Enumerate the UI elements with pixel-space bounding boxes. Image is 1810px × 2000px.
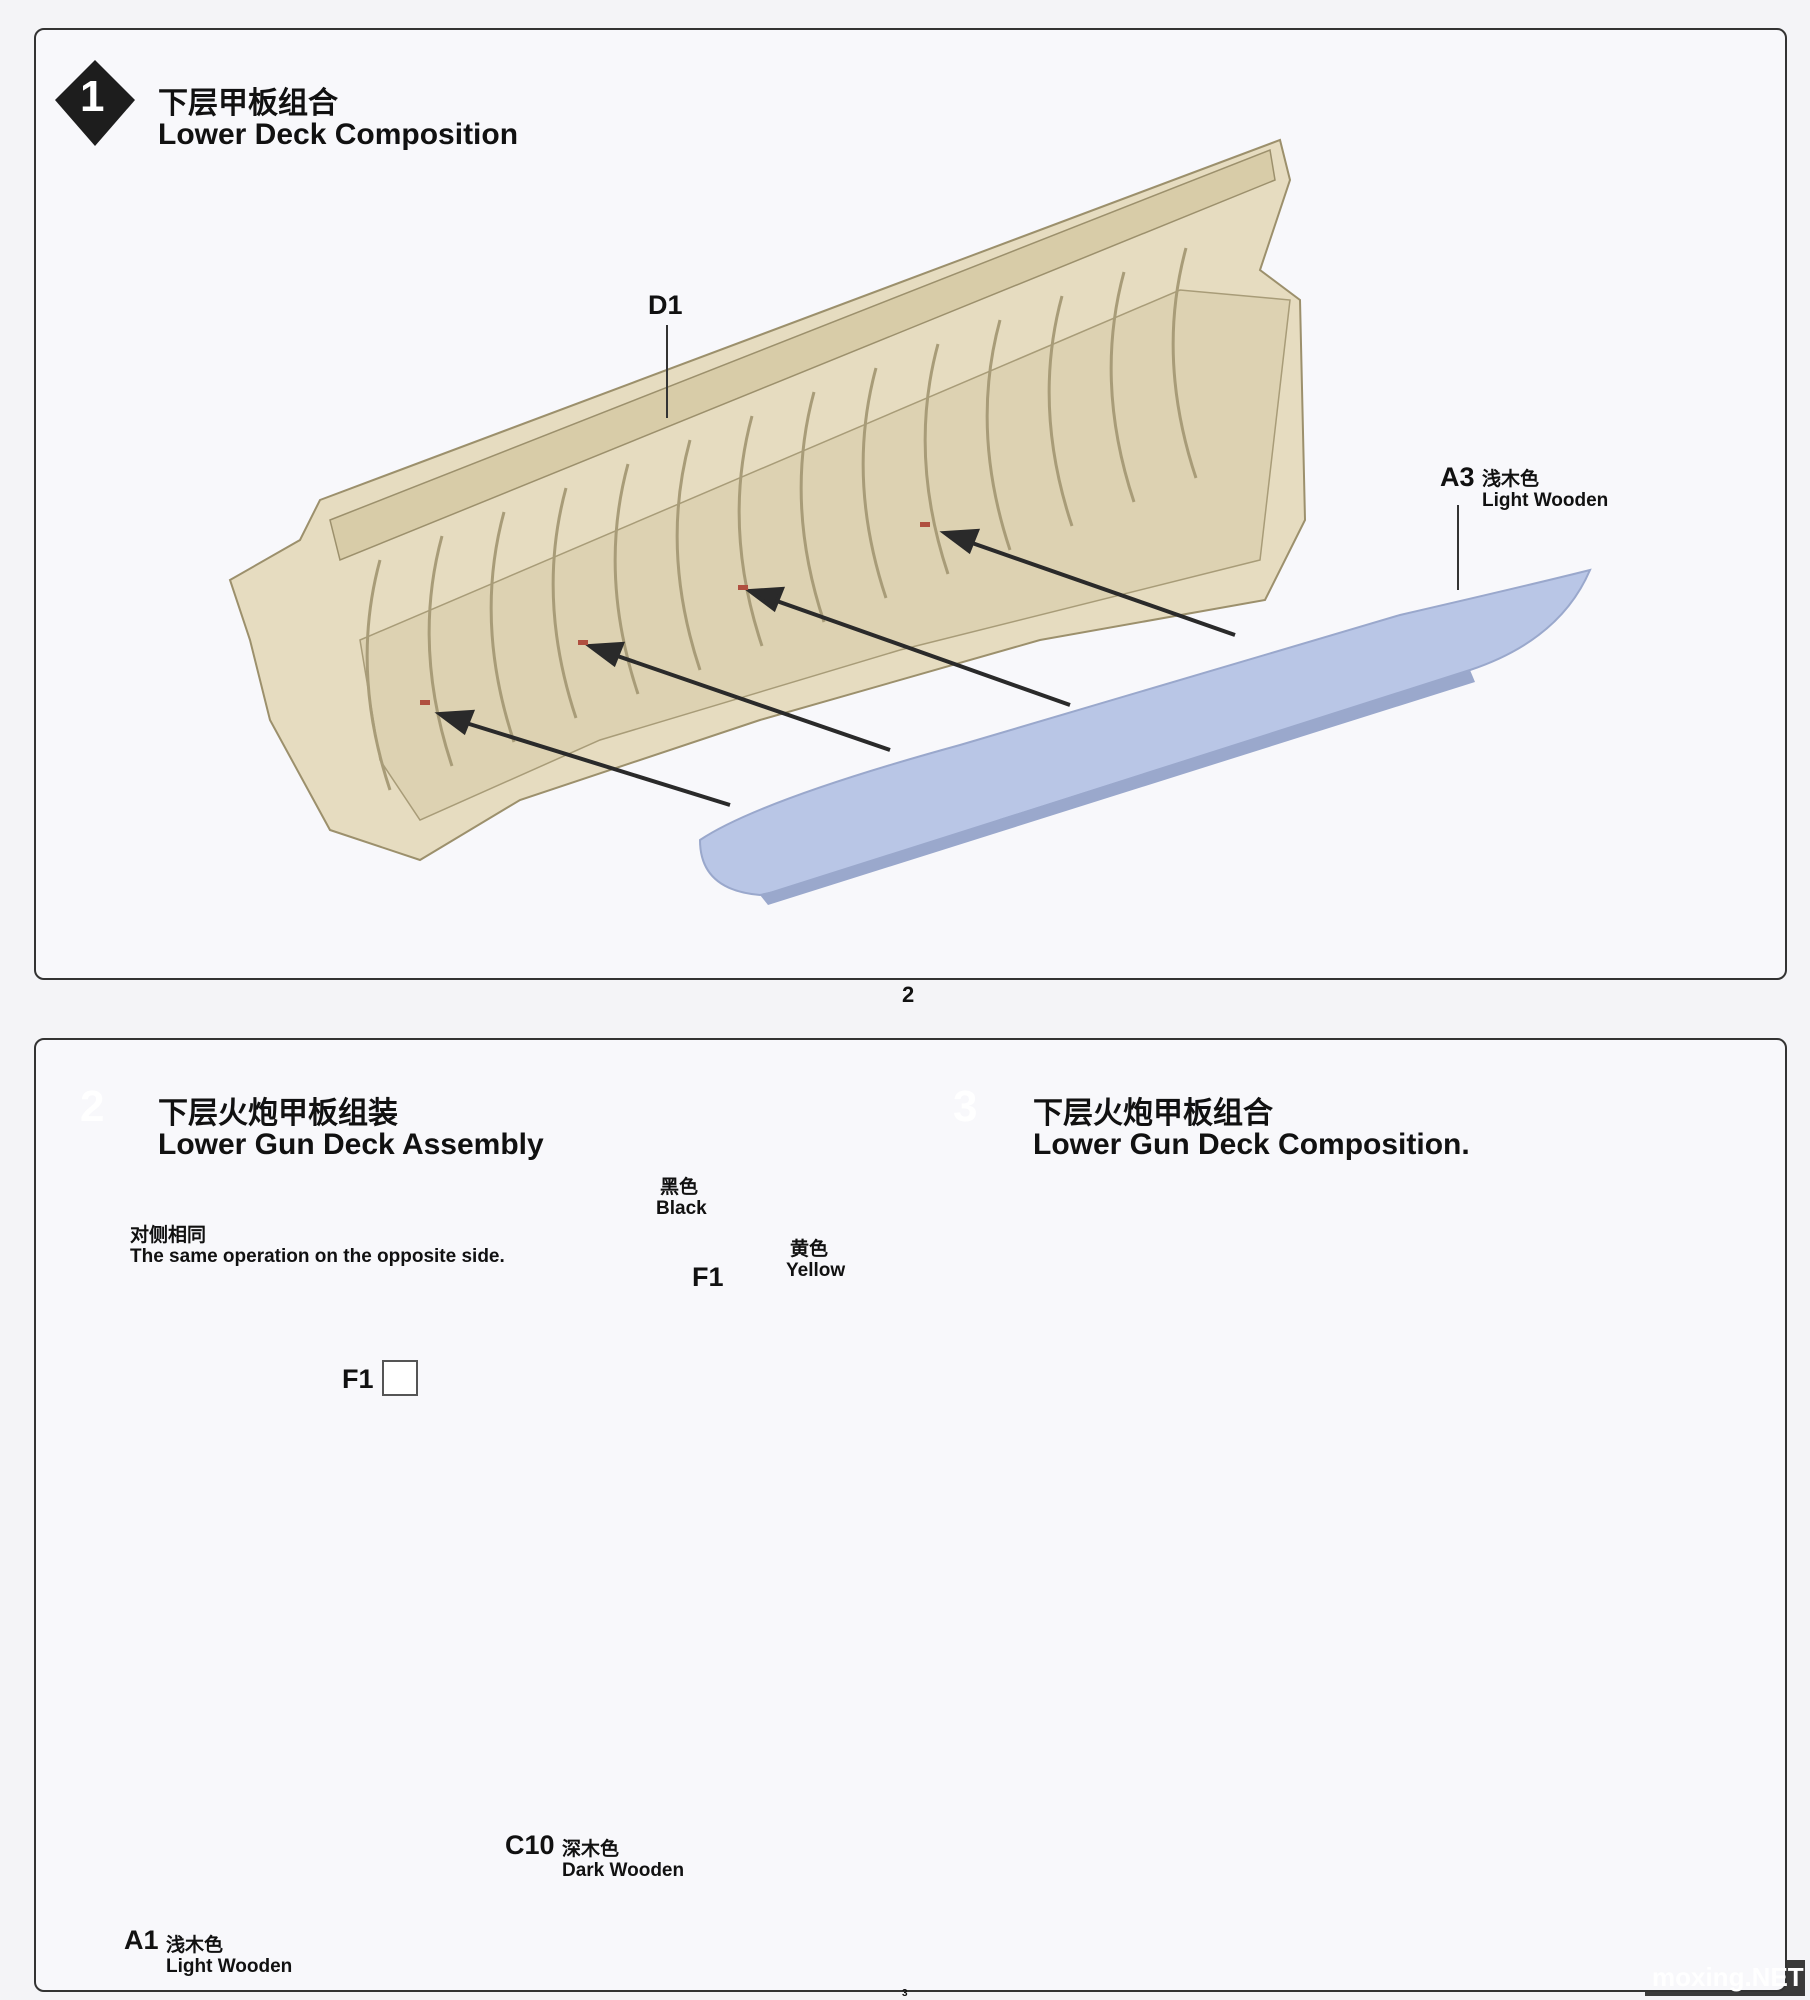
a3-color-en: Light Wooden xyxy=(1482,490,1609,511)
step23-panel xyxy=(34,1038,1787,1992)
step2-title-zh: 下层火炮甲板组装 xyxy=(158,1096,398,1131)
page-number-bottom: 3 xyxy=(902,1988,908,1999)
part-label-d1: D1 xyxy=(648,290,683,320)
hull-frame xyxy=(551,487,578,719)
part-label-c10: C10 xyxy=(505,1830,555,1860)
step1-title-en: Lower Deck Composition xyxy=(158,118,519,151)
opposite-side-icon-small xyxy=(382,1360,418,1396)
opposite-note-en: The same operation on the opposite side. xyxy=(130,1246,505,1267)
yellow-color-en: Yellow xyxy=(786,1260,846,1281)
step2-title-en: Lower Gun Deck Assembly xyxy=(158,1128,544,1161)
step2-number: 2 xyxy=(80,1082,105,1131)
part-label-a1: A1 xyxy=(124,1925,159,1955)
hull-frame xyxy=(427,535,454,767)
yellow-color-zh: 黄色 xyxy=(790,1239,829,1260)
a1-color-zh: 浅木色 xyxy=(166,1935,224,1956)
step3-title-zh: 下层火炮甲板组合 xyxy=(1033,1096,1273,1131)
hull-frame xyxy=(861,367,888,599)
part-label-f1-detail: F1 xyxy=(692,1262,724,1292)
hull-frame xyxy=(365,559,392,791)
page-number-top: 2 xyxy=(902,982,915,1007)
hull-frame xyxy=(489,511,516,743)
hull-frame xyxy=(675,439,702,671)
opposite-note-zh: 对侧相同 xyxy=(130,1225,207,1246)
hull-frame xyxy=(923,343,950,575)
step1-badge-icon xyxy=(55,60,135,146)
step3-title-en: Lower Gun Deck Composition. xyxy=(1033,1128,1470,1161)
hull-frame xyxy=(1047,295,1074,527)
c10-color-zh: 深木色 xyxy=(562,1839,620,1860)
hull-frame xyxy=(799,391,826,623)
step1-number: 1 xyxy=(80,72,105,121)
hull-frames-step1 xyxy=(365,247,1198,791)
hull-frame xyxy=(1109,271,1136,503)
part-label-f1: F1 xyxy=(342,1364,374,1394)
hull-frame xyxy=(613,463,640,695)
black-color-zh: 黑色 xyxy=(660,1177,699,1198)
c10-color-en: Dark Wooden xyxy=(562,1860,685,1881)
hull-frame xyxy=(737,415,764,647)
black-color-en: Black xyxy=(656,1198,707,1219)
hull-frame xyxy=(1171,247,1198,479)
step1-title-zh: 下层甲板组合 xyxy=(158,86,338,121)
watermark-text: moxing.NET xyxy=(1652,1962,1804,1992)
part-label-a3: A3 xyxy=(1440,462,1475,492)
step1-arrows xyxy=(434,528,1236,807)
step1-markers xyxy=(420,522,930,705)
hull-frame xyxy=(985,319,1012,551)
step3-number: 3 xyxy=(953,1082,978,1131)
a1-color-en: Light Wooden xyxy=(166,1956,293,1977)
a3-color-zh: 浅木色 xyxy=(1482,469,1540,490)
deck-part-a3 xyxy=(698,568,1592,905)
